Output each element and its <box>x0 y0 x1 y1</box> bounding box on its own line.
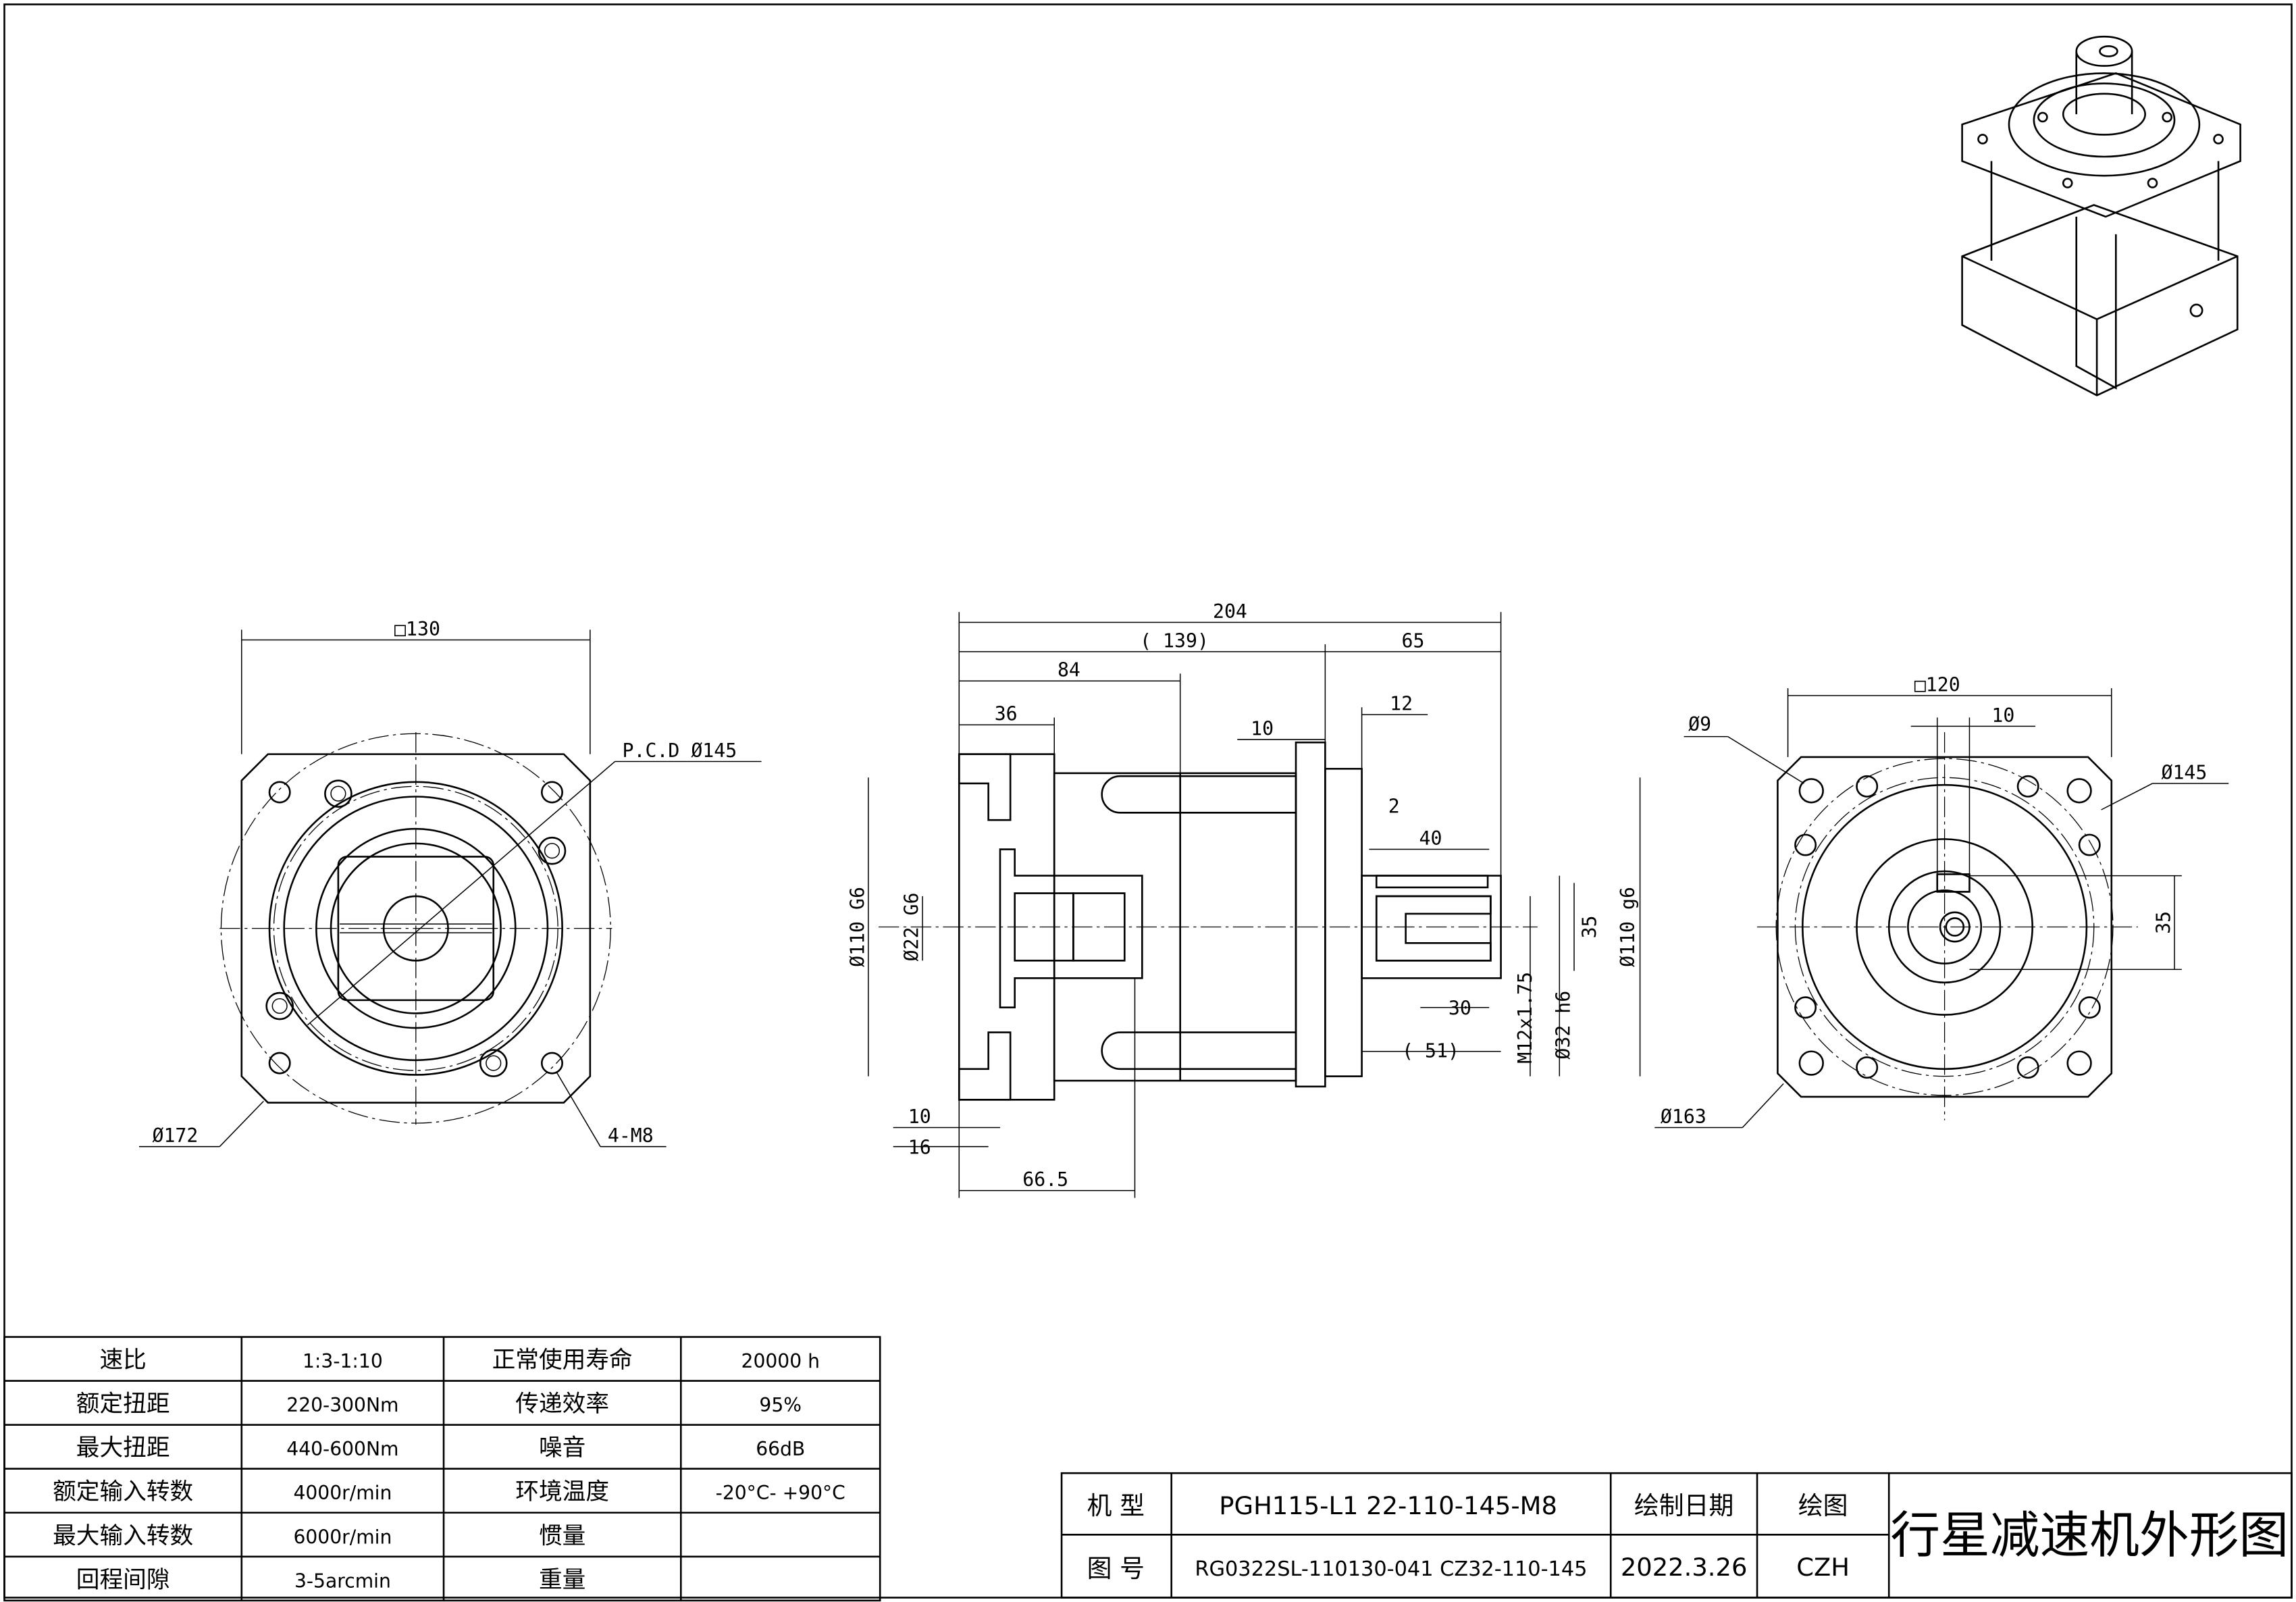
date-label: 绘制日期 <box>1634 1491 1733 1520</box>
side-section-view: 204 ( 139) 65 84 36 10 12 2 40 30 ( 51) … <box>846 600 1641 1198</box>
spec-cell: 3-5arcmin <box>294 1570 391 1592</box>
hatched-sections <box>958 753 1492 1101</box>
isometric-view <box>1961 35 2241 396</box>
dim-thread-m8: 4-M8 <box>608 1125 654 1147</box>
spec-cell: 正常使用寿命 <box>492 1347 633 1374</box>
bolt-holes <box>265 779 567 1077</box>
drawer-label: 绘图 <box>1798 1491 1848 1520</box>
drawer-value: CZH <box>1796 1553 1850 1582</box>
output-end-view: □130 P.C.D Ø145 Ø172 4-M8 <box>138 618 762 1147</box>
spec-cell: -20°C- +90°C <box>716 1482 845 1504</box>
spec-cell: 速比 <box>99 1347 146 1374</box>
spec-cell: 最大输入转数 <box>53 1522 193 1549</box>
dim-2: 2 <box>1388 795 1400 817</box>
spec-cell: 4000r/min <box>293 1482 392 1504</box>
dim-139: ( 139) <box>1140 629 1209 652</box>
dim-hole-9: Ø9 <box>1688 713 1711 735</box>
dim-pcd-145-right: Ø145 <box>2162 761 2208 783</box>
dim-35-right: 35 <box>2153 911 2175 934</box>
spec-cell: 220-300Nm <box>286 1394 398 1416</box>
spec-cell: 最大扭距 <box>76 1435 170 1462</box>
mounting-holes <box>1794 775 2101 1079</box>
spec-cell: 66dB <box>756 1438 805 1460</box>
spec-cell: 额定扭距 <box>76 1391 170 1418</box>
dim-36: 36 <box>995 703 1018 725</box>
dim-pcd-145: P.C.D Ø145 <box>623 740 737 762</box>
dim-110-G6: Ø110 G6 <box>846 887 868 967</box>
dim-square-120: □120 <box>1914 673 1960 696</box>
dim-66-5: 66.5 <box>1022 1168 1068 1191</box>
spec-cell: 440-600Nm <box>286 1438 398 1460</box>
spec-cell: 6000r/min <box>293 1526 392 1548</box>
spec-table: 速比 1:3-1:10 正常使用寿命 20000 h 额定扭距 220-300Nm 传递效率… <box>3 1336 881 1602</box>
dim-163: Ø163 <box>1661 1106 1706 1128</box>
title-block: 机 型 PGH115-L1 22-110-145-M8 绘制日期 绘图 图 号 … <box>1060 1472 2293 1599</box>
dim-b10: 10 <box>908 1106 931 1128</box>
date-value: 2022.3.26 <box>1621 1553 1748 1582</box>
drawing-title: 行星减速机外形图 <box>1890 1507 2289 1564</box>
spec-cell: 20000 h <box>741 1350 820 1372</box>
dim-key-10: 10 <box>1991 704 2014 727</box>
dim-35: 35 <box>1579 916 1601 939</box>
spec-cell: 重量 <box>539 1566 585 1593</box>
spec-cell: 传递效率 <box>515 1391 609 1418</box>
spec-cell: 1:3-1:10 <box>303 1350 383 1372</box>
spec-cell: 95% <box>759 1394 802 1416</box>
drawing-no-label: 图 号 <box>1087 1554 1145 1583</box>
drawing-no-value: RG0322SL-110130-041 CZ32-110-145 <box>1195 1557 1587 1581</box>
dim-204: 204 <box>1213 600 1247 623</box>
dim-12: 12 <box>1390 693 1413 715</box>
dim-40: 40 <box>1419 827 1442 850</box>
input-end-view: □120 10 Ø9 Ø145 35 Ø163 <box>1654 673 2229 1129</box>
spec-cell: 额定输入转数 <box>53 1478 193 1505</box>
dim-thread-m12: M12x1.75 <box>1514 972 1536 1064</box>
model-value: PGH115-L1 22-110-145-M8 <box>1219 1491 1557 1520</box>
dim-outer-172: Ø172 <box>153 1125 199 1147</box>
spec-cell: 惯量 <box>539 1522 585 1549</box>
dim-65: 65 <box>1402 629 1425 652</box>
dim-b16: 16 <box>908 1137 931 1159</box>
spec-cell: 环境温度 <box>515 1478 609 1505</box>
spec-cell: 噪音 <box>539 1435 585 1462</box>
dim-22-G6: Ø22 G6 <box>901 893 923 962</box>
dim-30: 30 <box>1449 998 1471 1020</box>
dim-10: 10 <box>1251 717 1274 740</box>
model-label: 机 型 <box>1087 1491 1145 1520</box>
dim-84: 84 <box>1058 659 1080 681</box>
dim-32-h6: Ø32 h6 <box>1552 991 1574 1060</box>
spec-cell: 回程间隙 <box>76 1566 170 1593</box>
dim-110-g6: Ø110 g6 <box>1617 887 1639 967</box>
dim-square-130: □130 <box>394 618 440 640</box>
dim-51: ( 51) <box>1402 1039 1459 1062</box>
